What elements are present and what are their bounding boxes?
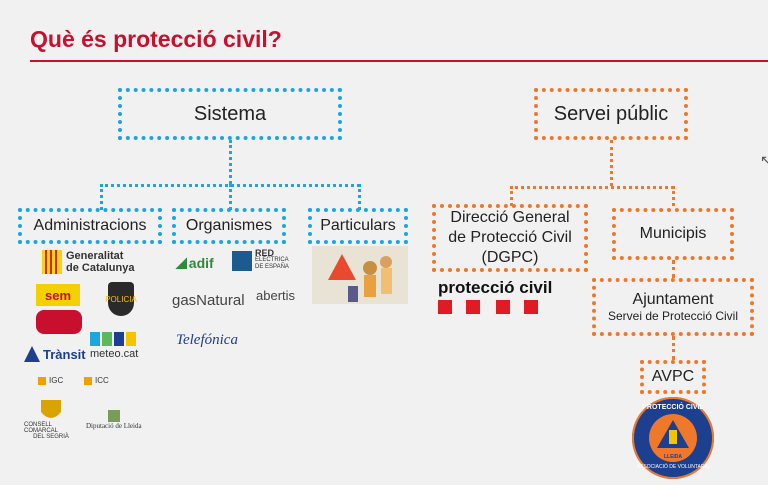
icc-logo: ICC [84, 376, 109, 385]
icc-text: ICC [95, 376, 109, 385]
red-square-icon [438, 300, 452, 314]
mouse-cursor-icon: ↖ [760, 152, 768, 168]
meteo-logo [90, 332, 136, 346]
red-square-icon [496, 300, 510, 314]
proteccio-civil-badge-icon [632, 397, 714, 479]
consell-text: CONSELL COMARCAL [24, 422, 59, 434]
diputacio-icon [107, 410, 120, 422]
dgpc-line: Direcció General [450, 209, 570, 226]
transit-icon [24, 346, 40, 362]
dgpc-line: de Protecció Civil [448, 229, 572, 246]
generalitat-logo: Generalitat de Catalunya [42, 250, 134, 274]
consell-logo: CONSELL COMARCAL DEL SEGRIÀ [24, 400, 78, 440]
generalitat-text: Generalitat [66, 250, 124, 262]
connector [672, 186, 675, 206]
dgpc-line: (DGPC) [481, 249, 539, 266]
adif-text: adif [188, 254, 214, 271]
connector [672, 336, 675, 360]
particulars-node: Particulars [308, 208, 408, 244]
avpc-node: AVPC [640, 360, 706, 394]
red-icon [232, 250, 252, 271]
transit-logo: Trànsit [24, 346, 86, 362]
ajuntament-label: Ajuntament [632, 291, 714, 308]
generalitat-text: de Catalunya [66, 262, 135, 274]
connector [610, 140, 613, 186]
connector [229, 140, 232, 184]
sem-text: sem [44, 287, 72, 303]
administracions-node: Administracions [18, 208, 162, 244]
shield-icon [41, 400, 61, 418]
connector [510, 186, 513, 206]
people-warning-icon [328, 254, 392, 302]
organismes-node: Organismes [172, 208, 286, 244]
badge-top-text: PROTECCIÓ CIVIL [642, 404, 704, 411]
adif-logo: ◢ adif [176, 254, 214, 271]
red-square-icon [466, 300, 480, 314]
servei-pc-label: Servei de Protecció Civil [607, 309, 739, 323]
abertis-logo: abertis [256, 288, 296, 303]
senyera-icon [42, 250, 62, 274]
municipis-node: Municipis [612, 208, 734, 260]
red-electrica-logo: RED ELÉCTRICA DE ESPAÑA [232, 248, 289, 271]
igc-logo: IGC [38, 376, 63, 385]
bombers-logo [36, 310, 82, 334]
badge-bottom-text: ASSOCIACIÓ DE VOLUNTARIS [636, 464, 710, 470]
telefonica-logo: Telefónica [176, 332, 238, 348]
sem-logo: sem [36, 284, 80, 306]
red-text: DE ESPAÑA [255, 264, 289, 270]
avpc-badge: PROTECCIÓ CIVIL LLEIDA ASSOCIACIÓ DE VOL… [631, 396, 715, 480]
diputacio-text: Diputació de Lleida [86, 422, 142, 430]
diputacio-logo: Diputació de Lleida [86, 410, 142, 430]
proteccio-civil-wordmark: protecció civil [438, 278, 553, 297]
title-underline [30, 60, 768, 62]
red-square-icon [524, 300, 538, 314]
transit-text: Trànsit [43, 346, 86, 362]
badge-city-text: LLEIDA [663, 454, 683, 460]
page-title: Què és protecció civil? [30, 26, 282, 52]
connector [672, 260, 675, 278]
dgpc-node: Direcció General de Protecció Civil (DGP… [432, 204, 588, 272]
policia-text: POLICIA [105, 294, 137, 304]
sistema-node: Sistema [118, 88, 342, 140]
connector [229, 184, 232, 210]
consell-text: DEL SEGRIÀ [33, 434, 69, 440]
connector [358, 184, 361, 210]
meteo-text: meteo.cat [90, 348, 139, 360]
adif-icon: ◢ [176, 254, 187, 270]
connector [510, 186, 674, 189]
red-text: ELÉCTRICA [255, 257, 289, 263]
connector [100, 184, 103, 210]
servei-public-node: Servei públic [534, 88, 688, 140]
gasnatural-logo: gasNatural [172, 292, 245, 309]
ajuntament-node: Ajuntament Servei de Protecció Civil [592, 278, 754, 336]
policia-badge-icon: POLICIA [105, 282, 137, 316]
igc-text: IGC [49, 376, 64, 385]
red-text: RED [255, 248, 275, 258]
meteo-bars-icon [90, 332, 136, 346]
particulars-illustration [312, 246, 408, 304]
